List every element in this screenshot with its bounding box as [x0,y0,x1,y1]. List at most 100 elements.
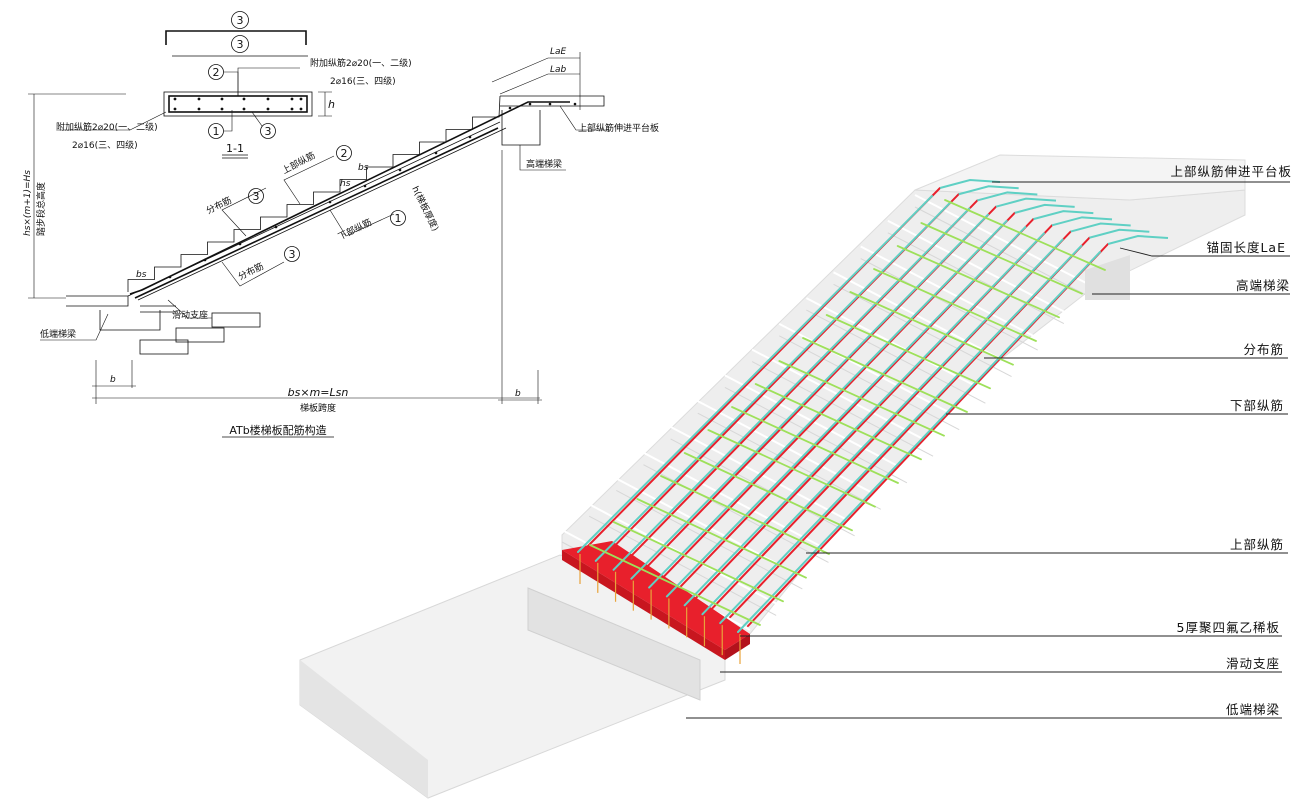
riser-edge [833,283,1012,378]
elevation-bars [168,102,577,279]
distribution-bar [612,521,784,603]
distribution-bar [849,291,1014,366]
lower-rebar-bar [737,251,1101,633]
rebar-cage-3d [577,178,1169,664]
lower-rebar-bar [577,195,933,553]
high-platform [500,95,605,107]
high-beam-block [501,110,541,146]
elev-distrib-lower: 分布筋 [236,260,266,283]
lower-rebar-bar [594,201,952,562]
anchor-bend [958,185,1019,196]
anchor-bend [1089,228,1150,239]
anchor-bend [1051,216,1113,227]
callout-low-beam: 低端梯梁 [1226,702,1280,717]
tread-edge [724,374,908,472]
mark-3-right: 3 [265,125,272,138]
anchor-bend [1070,222,1131,233]
mark-2: 2 [213,66,220,79]
tread-edge [697,400,882,499]
stair-step-profile [127,95,501,292]
section-title: 1-1 [226,142,244,155]
distribution-bar [754,383,922,461]
elev-bs-upper: bs [358,163,369,173]
mark-3-top: 3 [237,14,244,27]
rebar-left-34: 2⌀16(三、四级) [72,139,138,151]
callout-high-beam: 高端梯梁 [1236,278,1290,293]
lower-rebar-line [134,127,499,299]
callout-upper-rebar: 上部纵筋 [1230,537,1284,552]
elev-low-beam: 低端梯梁 [40,328,76,340]
elev-mark-1: 1 [395,212,402,225]
tread-edge [778,322,960,419]
lower-rebar-bar [719,244,1083,625]
distribution-bar [920,222,1083,295]
distribution-bar [873,268,1037,342]
distribution-bar [731,406,899,484]
callout-lower-rebar: 下部纵筋 [1230,398,1284,413]
ptfe-plate-3d [562,541,750,650]
stirrup-bracket [165,30,307,45]
anchor-bend [1033,210,1094,221]
elev-upper-extend: 上部纵筋伸进平台板 [578,122,659,134]
distribution-bar [660,475,830,555]
rebar-right-34: 2⌀16(三、四级) [330,75,396,87]
riser-edge [751,361,934,457]
distribution-bar [683,452,853,532]
low-beam-3d [527,587,701,701]
elev-thickness: h(梯板厚度) [409,184,441,233]
elev-high-beam: 高端梯梁 [526,158,562,170]
riser-edge [806,309,986,404]
slide-pad [140,305,176,313]
upper-rebar-line [129,101,570,295]
anchor-bend [939,178,1001,189]
distribution-bar [636,498,807,579]
tread-edge [805,297,986,393]
anchor-bend [977,191,1038,202]
span-formula: bs×m=Lsn [288,386,349,399]
elev-slide-support: 滑动支座 [172,309,208,321]
distribution-bar [802,337,968,413]
add-rebar-left: 附加纵筋2⌀20(一、二级) [56,121,158,133]
low-platform [66,295,129,307]
callout-anchor-length: 锚固长度LaE [1206,240,1286,255]
riser-edge [588,515,777,616]
elev-hs: hs [340,179,351,189]
anchor-bend [1014,203,1075,214]
callout-upper-extend: 上部纵筋伸进平台板 [1170,164,1292,179]
callout-slide-support: 滑动支座 [1226,656,1280,671]
high-platform-3d [914,154,1246,201]
section-bars [173,97,303,111]
elev-mark-3-upper: 3 [253,190,260,203]
height-formula: hs×(m+1)=Hs [23,170,33,236]
distribution-bar [707,429,876,508]
distribution-bar [778,360,945,437]
add-rebar-right: 附加纵筋2⌀20(一、二级) [310,57,412,69]
callouts: 上部纵筋伸进平台板 锚固长度LaE 高端梯梁 分布筋 下部纵筋 上部纵筋 5厚聚… [686,164,1292,719]
elev-upper-rebar: 上部纵筋 [280,149,317,177]
distribution-bar [825,314,991,390]
elev-mark-2: 2 [341,147,348,160]
lower-rebar-bar [683,232,1045,607]
span-label: 梯板跨度 [300,402,336,414]
b-left: b [110,375,116,385]
distribution-bar [896,245,1060,319]
section-h-label: h [328,98,335,111]
lower-rebar-bar [648,219,1008,589]
elev-bs-lower: bs [136,270,147,280]
lower-rebar-bar [630,213,989,580]
mark-3-mid: 3 [237,38,244,51]
laE-label: LaE [550,47,567,57]
lower-rebar-bar [612,207,971,571]
elev-distrib-upper: 分布筋 [204,194,234,217]
riser-edge [778,335,960,431]
anchor-bend [1107,234,1169,245]
b-right: b [515,389,521,399]
lower-rebar-bar [701,238,1064,616]
elev-mark-3-lower: 3 [289,248,296,261]
stair-elevation: LaE Lab 上部纵筋伸进平台板 高端梯梁 上部纵筋 2 bs hs h(梯板… [23,47,659,438]
stair-soffit [127,121,507,301]
callout-ptfe-plate: 5厚聚四氟乙稀板 [1177,620,1280,635]
lower-rebar-bar [665,226,1027,598]
callout-distribution: 分布筋 [1243,342,1284,357]
